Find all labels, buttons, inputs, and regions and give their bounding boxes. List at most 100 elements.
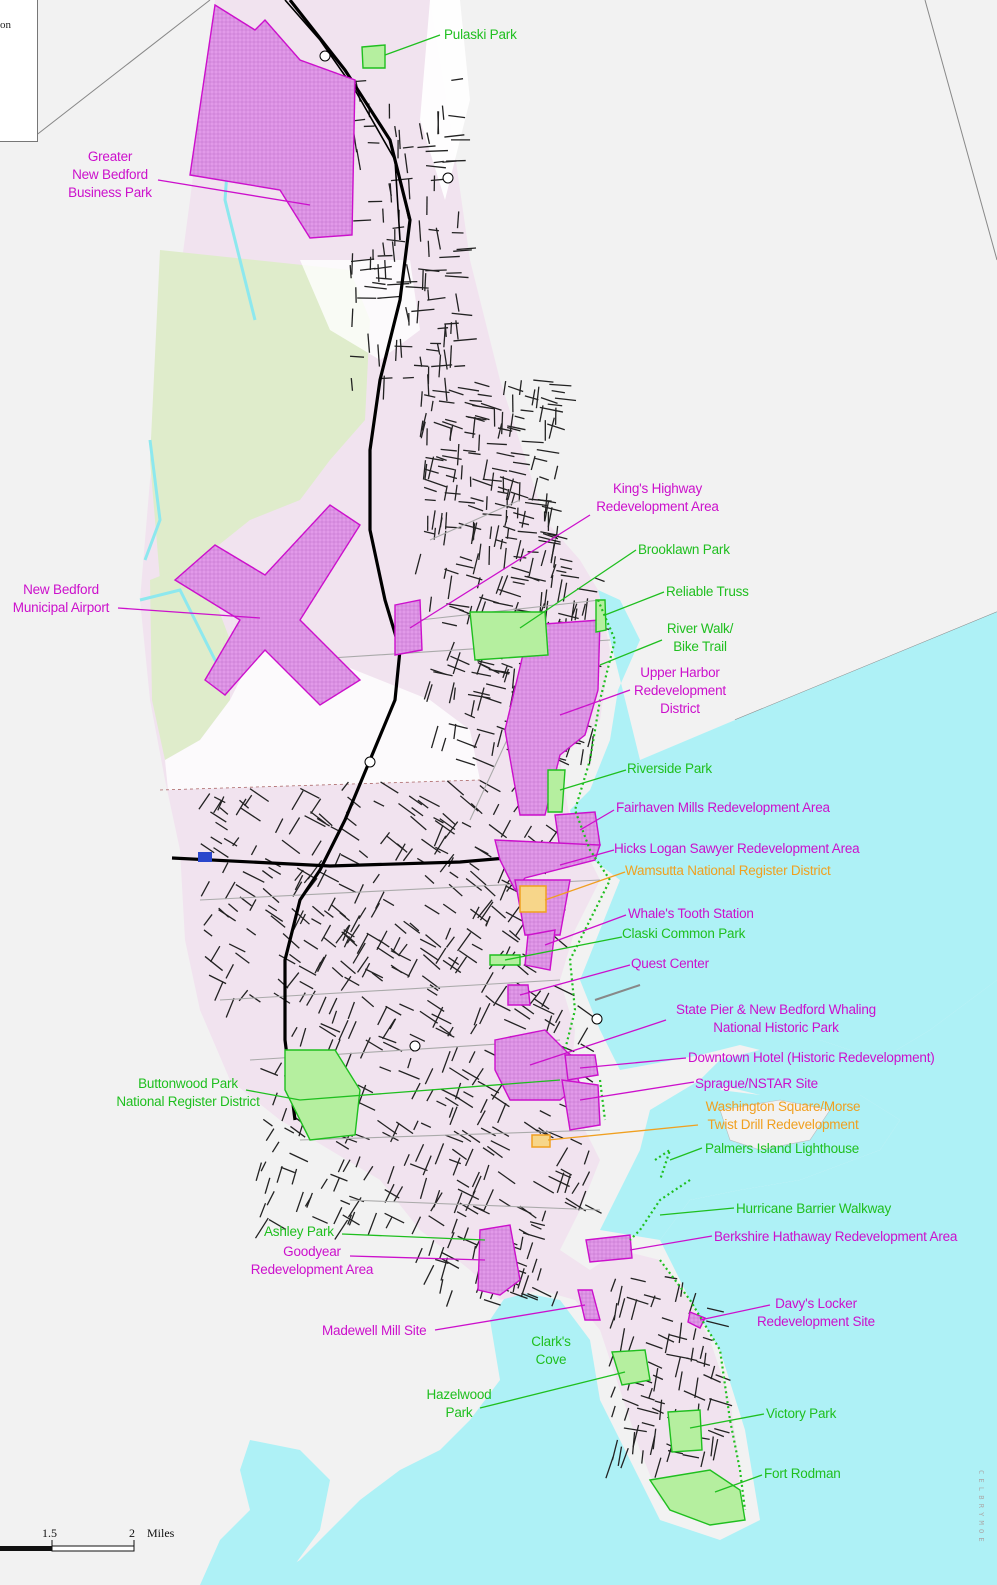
street-segment	[497, 1102, 507, 1124]
street-segment	[357, 1084, 374, 1094]
street-segment	[528, 990, 542, 1007]
label-pulaski-park[interactable]: Pulaski Park	[444, 27, 517, 42]
street-segment	[533, 1180, 555, 1194]
street-segment	[647, 1361, 663, 1369]
label-victory-park[interactable]: Victory Park	[766, 1406, 837, 1421]
street-segment	[486, 442, 507, 446]
street-segment	[528, 557, 534, 577]
street-segment	[451, 312, 473, 317]
street-segment	[654, 1457, 662, 1478]
street-segment	[448, 883, 463, 897]
label-business-park[interactable]: Greater New Bedford Business Park	[68, 149, 152, 200]
label-hurricane-barrier[interactable]: Hurricane Barrier Walkway	[736, 1201, 892, 1216]
street-segment	[416, 300, 420, 324]
label-whales-tooth[interactable]: Whale's Tooth Station	[628, 906, 754, 921]
leader-state-pier	[529, 1019, 667, 1066]
label-airport[interactable]: New Bedford Municipal Airport	[12, 582, 110, 615]
street-segment	[355, 1156, 361, 1168]
street-segment	[455, 293, 460, 312]
label-brooklawn-park[interactable]: Brooklawn Park	[638, 542, 730, 557]
street-segment	[544, 501, 550, 522]
street-segment	[338, 883, 357, 893]
street-segment	[664, 1276, 678, 1280]
street-segment	[470, 700, 475, 716]
label-goodyear[interactable]: Goodyear Redevelopment Area	[250, 1244, 374, 1277]
label-quest-center[interactable]: Quest Center	[631, 956, 709, 971]
street-segment	[430, 725, 439, 749]
street-segment	[411, 1216, 422, 1235]
street-segment	[550, 563, 557, 579]
label-palmers-island[interactable]: Palmers Island Lighthouse	[705, 1141, 860, 1156]
street-segment	[620, 1447, 629, 1469]
street-segment	[497, 427, 513, 432]
street-segment	[498, 1198, 512, 1208]
street-segment	[456, 739, 478, 748]
street-segment	[328, 997, 338, 1015]
label-berkshire[interactable]: Berkshire Hathaway Redevelopment Area	[714, 1229, 958, 1244]
street-segment	[651, 1407, 664, 1414]
street-segment	[436, 1100, 447, 1107]
street-segment	[349, 265, 352, 279]
label-fort-rodman[interactable]: Fort Rodman	[764, 1466, 841, 1481]
street-segment	[449, 605, 465, 612]
street-segment	[542, 532, 559, 540]
label-river-walk[interactable]: River Walk/ Bike Trail	[666, 621, 734, 654]
street-segment	[456, 443, 460, 466]
street-segment	[398, 129, 401, 150]
street-segment	[435, 227, 442, 250]
street-segment	[413, 1120, 419, 1131]
street-segment	[435, 846, 449, 855]
street-segment	[473, 1007, 482, 1026]
label-downtown-hotel[interactable]: Downtown Hotel (Historic Redevelopment)	[688, 1050, 935, 1065]
street-segment	[577, 588, 598, 593]
street-segment	[524, 395, 539, 401]
label-clarks-cove[interactable]: Clark's Cove	[531, 1334, 571, 1367]
street-segment	[533, 379, 554, 383]
label-state-pier[interactable]: State Pier & New Bedford Whaling Nationa…	[676, 1002, 876, 1035]
street-segment	[692, 1328, 697, 1340]
label-buttonwood-park[interactable]: Buttonwood Park National Register Distri…	[116, 1076, 260, 1109]
street-segment	[274, 1062, 283, 1075]
label-wamsutta[interactable]: Wamsutta National Register District	[625, 863, 831, 878]
label-reliable-truss[interactable]: Reliable Truss	[666, 584, 749, 599]
label-madewell[interactable]: Madewell Mill Site	[322, 1323, 427, 1338]
street-segment	[556, 569, 567, 574]
label-upper-harbor[interactable]: Upper Harbor Redevelopment District	[634, 665, 726, 716]
street-segment	[683, 1390, 706, 1401]
street-segment	[442, 959, 462, 974]
street-segment	[547, 507, 553, 528]
street-segment	[418, 220, 422, 242]
street-segment	[630, 1277, 646, 1283]
street-segment	[316, 869, 327, 888]
street-segment	[530, 1224, 542, 1230]
street-segment	[289, 953, 301, 964]
street-segment	[469, 870, 487, 886]
highway-140	[283, 0, 412, 1121]
street-segment	[661, 1317, 674, 1323]
label-hazelwood-park[interactable]: Hazelwood Park	[426, 1387, 492, 1420]
street-segment	[458, 500, 476, 504]
street-segment	[382, 898, 395, 907]
label-ashley-park[interactable]: Ashley Park	[264, 1224, 334, 1239]
label-claski-common[interactable]: Claski Common Park	[622, 926, 746, 941]
label-davys-locker[interactable]: Davy's Locker Redevelopment Site	[757, 1296, 875, 1329]
street-segment	[414, 553, 422, 575]
label-washington-square[interactable]: Washington Square/Morse Twist Drill Rede…	[705, 1099, 861, 1132]
street-segment	[359, 1037, 371, 1059]
label-sprague[interactable]: Sprague/NSTAR Site	[695, 1076, 818, 1091]
label-hicks-logan[interactable]: Hicks Logan Sawyer Redevelopment Area	[614, 841, 860, 856]
street-segment	[307, 859, 323, 880]
street-segment	[409, 1033, 426, 1042]
label-riverside-park[interactable]: Riverside Park	[627, 761, 712, 776]
street-segment	[518, 521, 530, 526]
street-segment	[479, 901, 494, 921]
street-segment	[510, 576, 529, 582]
street-segment	[470, 1023, 478, 1035]
label-kings-highway[interactable]: King's Highway Redevelopment Area	[596, 481, 719, 514]
label-fairhaven-mills[interactable]: Fairhaven Mills Redevelopment Area	[616, 800, 830, 815]
street-segment	[457, 932, 472, 952]
street-segment	[618, 1298, 626, 1318]
street-segment	[510, 452, 530, 457]
street-segment	[372, 281, 386, 286]
